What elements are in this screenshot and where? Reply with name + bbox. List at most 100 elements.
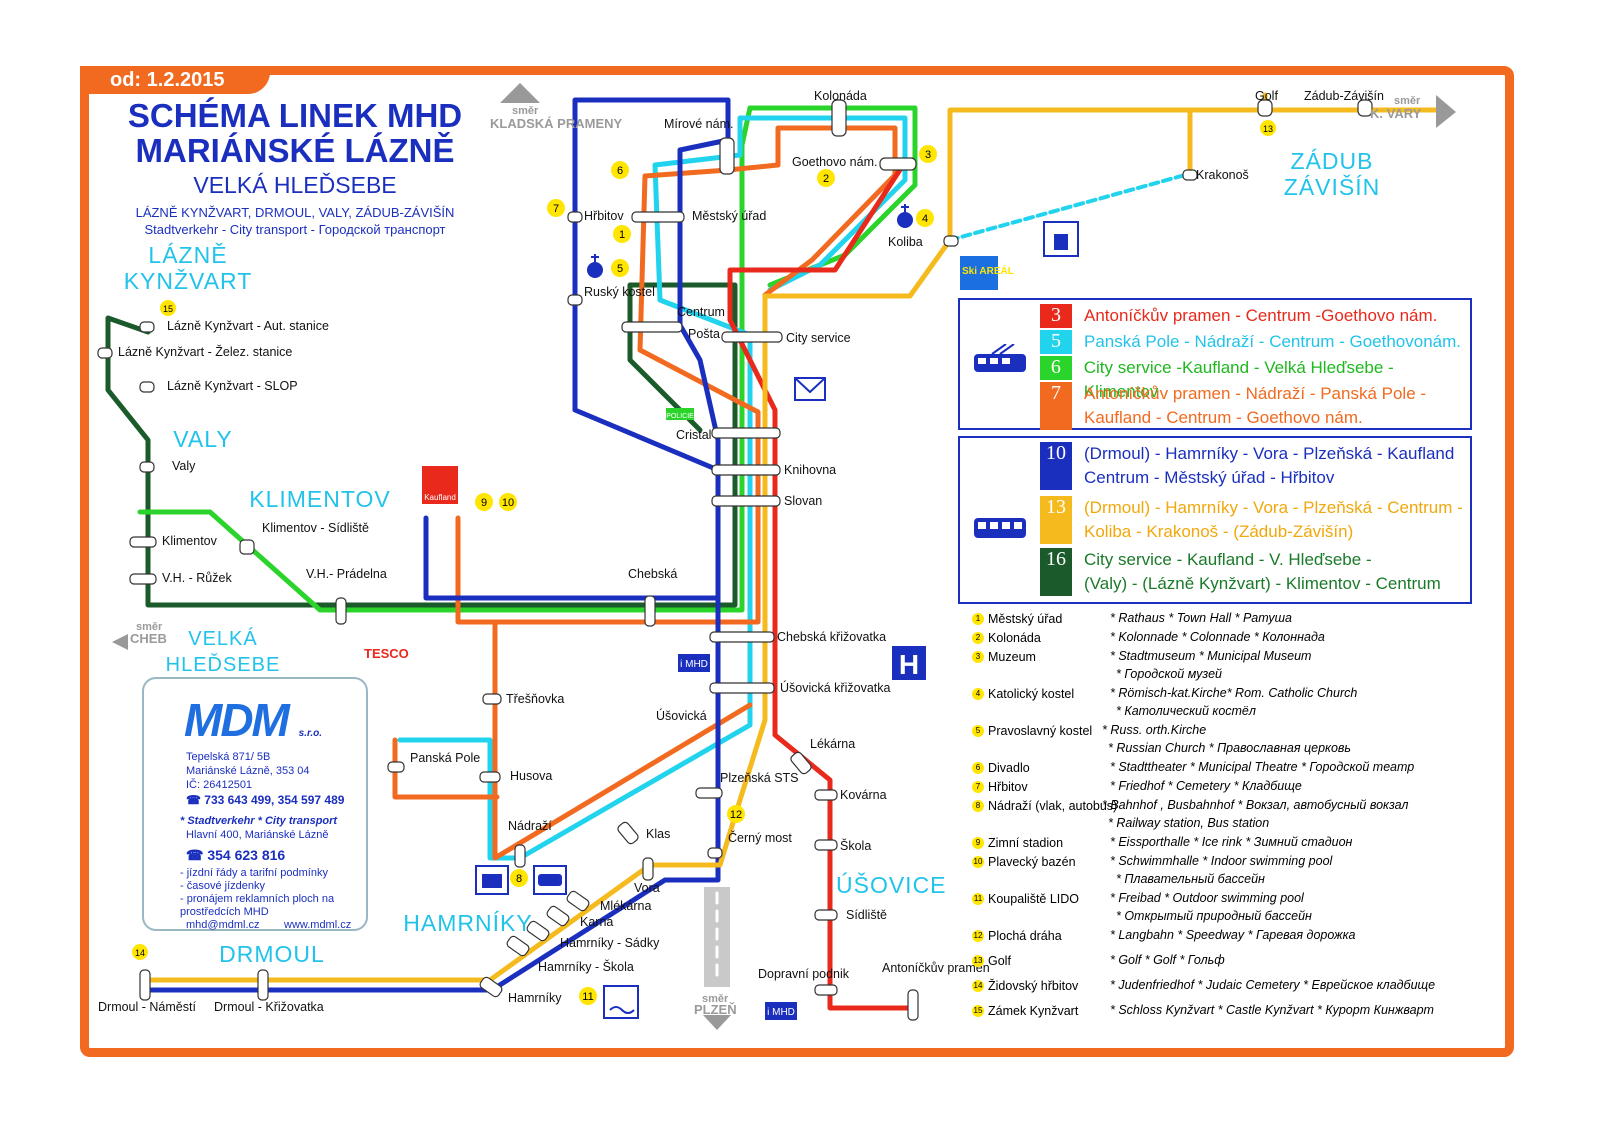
- stop-marker-husova: [479, 771, 501, 783]
- legend-line-text: Antoníčkův pramen - Centrum -Goethovo ná…: [1084, 304, 1437, 328]
- legend-line-number: 5: [1040, 330, 1072, 354]
- stop-marker-lk-slop: [139, 381, 155, 393]
- legend-route-description: (Drmoul) - Hamrníky - Vora - Plzeňská - …: [1084, 444, 1455, 463]
- direction-arrow-cheb: [112, 634, 128, 650]
- stop-label-panska-pole: Panská Pole: [410, 751, 480, 765]
- stop-marker-klimentov-sidliste: [239, 539, 255, 555]
- stop-label-zadub: Zádub-Závišín: [1304, 89, 1384, 103]
- stop-label-centrum: Centrum: [677, 305, 725, 319]
- map-subtitle: VELKÁ HLEĎSEBE: [193, 172, 397, 198]
- direction-kvary-smer: směr: [1394, 95, 1421, 107]
- legend-line-number: 6: [1040, 356, 1072, 380]
- poi-14: 14: [135, 948, 145, 958]
- legend-line-10: 10(Drmoul) - Hamrníky - Vora - Plzeňská …: [1040, 442, 1454, 490]
- stop-marker-klas: [617, 821, 639, 845]
- poi-9: 9: [481, 497, 487, 509]
- legend-line-text: (Drmoul) - Hamrníky - Vora - Plzeňská - …: [1084, 442, 1454, 490]
- poi-note-number: 11: [972, 892, 984, 905]
- poi-note-translation: * Kolonnade * Colonnade * Колоннада: [1110, 630, 1325, 644]
- stop-marker-rusky: [567, 294, 583, 306]
- poi-note-translation: * Eissporthalle * Ice rink * Зимний стад…: [1110, 835, 1353, 849]
- stop-marker-vora: [642, 857, 654, 881]
- legend-route-description: Antoníčkův pramen - Centrum -Goethovo ná…: [1084, 306, 1438, 325]
- stop-label-klimentov: Klimentov: [162, 534, 218, 548]
- stop-label-krakonos: Krakonoš: [1196, 168, 1249, 182]
- poi-note-translation: * Römisch-kat.Kirche* Rom. Catholic Chur…: [1110, 686, 1358, 700]
- poi-note-translation: * Schwimmhalle * Indoor swimming pool: [1110, 854, 1333, 868]
- poi-note-name: Koupaliště LIDO: [988, 891, 1080, 906]
- stop-marker-panska-pole: [387, 761, 405, 773]
- route-line-7: [455, 125, 898, 625]
- poi-note-number: 8: [972, 799, 984, 812]
- legend-route-description: (Valy) - (Lázně Kynžvart) - Klimentov - …: [1084, 574, 1441, 593]
- stop-label-drmoul-kriz: Drmoul - Křižovatka: [214, 1000, 324, 1014]
- legend-line-text: City service -Kaufland - Velká Hleďsebe …: [1084, 356, 1470, 404]
- stop-marker-klimentov: [129, 536, 157, 548]
- stop-label-chebska: Chebská: [628, 567, 677, 581]
- office-address: Hlavní 400, Mariánské Lázně: [186, 829, 329, 841]
- hospital-icon: [892, 646, 926, 680]
- bus-legend: 10(Drmoul) - Hamrníky - Vora - Plzeňská …: [958, 436, 1472, 604]
- stop-label-hrbitov: Hřbitov: [584, 209, 624, 223]
- stop-marker-city-service: [721, 331, 783, 343]
- stop-marker-kovarna: [814, 789, 838, 801]
- stop-marker-krakonos: [1182, 169, 1198, 181]
- service-1: - jízdní řády a tarifní podmínky: [180, 867, 328, 879]
- poi-note-translation: * Schloss Kynžvart * Castle Kynžvart * К…: [1110, 1003, 1434, 1017]
- poi-note-translation: * Langbahn * Speedway * Гаревая дорожка: [1110, 928, 1356, 942]
- stop-marker-skola: [814, 839, 838, 851]
- stop-marker-sadky: [526, 920, 550, 942]
- legend-line-text: (Drmoul) - Hamrníky - Vora - Plzeňská - …: [1084, 496, 1463, 544]
- church-icon-catholic: [897, 212, 913, 228]
- stop-label-cerny-most: Černý most: [728, 830, 792, 845]
- legend-line-text: Antoníčkův pramen - Nádraží - Panská Pol…: [1084, 382, 1426, 430]
- poi-note-translation: * Stadttheater * Municipal Theatre * Гор…: [1110, 760, 1415, 774]
- legend-route-description: City service -Kaufland - Velká Hleďsebe …: [1083, 358, 1394, 401]
- bus-icon: [974, 518, 1026, 538]
- stop-marker-drmoul-kriz: [257, 969, 269, 1001]
- poi-11: 11: [582, 991, 593, 1003]
- poi-note-number: 4: [972, 687, 984, 700]
- poi-note-translation: * Golf * Golf * Гольф: [1110, 953, 1225, 967]
- poi-note-name: Muzeum: [988, 649, 1036, 664]
- stop-marker-vh-pradelna: [335, 597, 347, 625]
- map-title: SCHÉMA LINEK MHD MARIÁNSKÉ LÁZNĚ: [110, 98, 480, 168]
- service-3: - pronájem reklamních ploch na: [180, 893, 335, 905]
- company-phone-1: ☎ 733 643 499, 354 597 489: [186, 793, 345, 807]
- poi-note-number: 13: [972, 954, 984, 967]
- stop-marker-antonickuv: [907, 989, 919, 1021]
- mail-icon: [794, 377, 826, 401]
- poi-note-translation: * Russ. orth.Kirche: [1102, 723, 1207, 737]
- area-velka-hledsebe: VELKÁ HLEĎSEBE: [165, 628, 281, 676]
- hospital-label: H: [899, 649, 919, 680]
- poi-note: 9 Zimní stadion * Eissporthalle * Ice rink…: [972, 835, 1352, 850]
- poi-note-number: 12: [972, 929, 984, 942]
- stop-label-plzenska: Plzeňská STS: [720, 771, 799, 785]
- poi-note-name: Zimní stadion: [988, 835, 1064, 850]
- trolleybus-icon: [974, 344, 1026, 372]
- stop-label-dopravni-podnik: Dopravní podnik: [758, 967, 850, 981]
- kaufland-label: Kaufland: [424, 493, 456, 502]
- stop-marker-plzenska: [695, 787, 723, 799]
- stop-label-golf: Golf: [1255, 89, 1278, 103]
- direction-kladska-smer: směr: [512, 105, 539, 117]
- stop-label-koliba: Koliba: [888, 235, 923, 249]
- tesco-logo: TESCO: [364, 646, 409, 661]
- poi-note-name: Městský úřad: [988, 611, 1063, 626]
- poi-15: 15: [163, 304, 173, 314]
- poi-note-name: Židovský hřbitov: [988, 978, 1079, 993]
- stop-label-city-service: City service: [786, 331, 851, 345]
- poi-note-number: 9: [972, 836, 984, 849]
- poi-note-translation: * Stadtmuseum * Municipal Museum: [1110, 649, 1312, 663]
- stop-marker-slovan: [711, 495, 781, 507]
- company-email[interactable]: mhd@mdml.cz: [186, 919, 260, 931]
- poi-5: 5: [617, 263, 623, 275]
- company-web[interactable]: www.mdml.cz: [284, 919, 352, 931]
- poi-note-translation: * Плавательный бассейн: [1116, 872, 1265, 886]
